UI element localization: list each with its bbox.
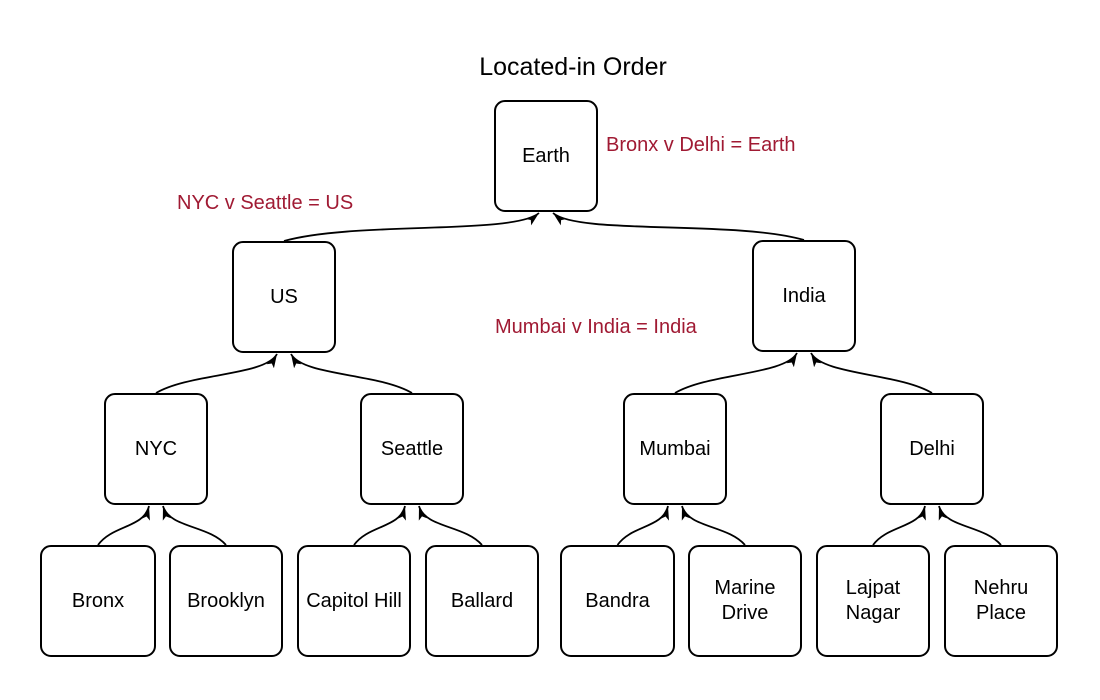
node-earth: Earth — [494, 100, 598, 212]
edge-nyc-us — [155, 353, 278, 394]
node-seattle: Seattle — [360, 393, 464, 505]
edge-us-earth — [283, 212, 540, 242]
node-label: India — [782, 284, 826, 307]
edge-marine-drive-mumbai — [681, 505, 746, 546]
node-us: US — [232, 241, 336, 353]
node-nehru-place: Nehru Place — [944, 545, 1058, 657]
edge-seattle-us — [290, 353, 413, 394]
edge-ballard-seattle — [418, 505, 483, 546]
edge-mumbai-india — [674, 352, 798, 394]
node-label: Bronx — [71, 589, 125, 612]
node-label: Lajpat Nagar — [845, 577, 901, 624]
node-label: Seattle — [380, 437, 444, 460]
node-ballard: Ballard — [425, 545, 539, 657]
edge-bronx-nyc — [97, 505, 150, 546]
node-india: India — [752, 240, 856, 352]
node-marine-drive: Marine Drive — [688, 545, 802, 657]
node-label: Earth — [522, 144, 570, 167]
node-label: Brooklyn — [187, 589, 265, 612]
node-label: Delhi — [909, 437, 955, 460]
node-bandra: Bandra — [560, 545, 675, 657]
node-label: Bandra — [585, 589, 650, 612]
node-mumbai: Mumbai — [623, 393, 727, 505]
annotation-mumbai-v-india: Mumbai v India = India — [495, 316, 697, 338]
node-capitol-hill: Capitol Hill — [297, 545, 411, 657]
node-label: US — [270, 285, 298, 308]
edge-capitol-hill-seattle — [353, 505, 406, 546]
node-bronx: Bronx — [40, 545, 156, 657]
node-label: NYC — [134, 437, 178, 460]
edge-lajpat-nagar-delhi — [872, 505, 926, 546]
edge-india-earth — [552, 212, 805, 241]
annotation-bronx-v-delhi: Bronx v Delhi = Earth — [606, 134, 796, 156]
node-label: Mumbai — [639, 437, 711, 460]
node-label: Capitol Hill — [306, 589, 402, 612]
edge-nehru-place-delhi — [938, 505, 1002, 546]
node-lajpat-nagar: Lajpat Nagar — [816, 545, 930, 657]
diagram-title: Located-in Order — [479, 53, 667, 81]
node-nyc: NYC — [104, 393, 208, 505]
edge-bandra-mumbai — [616, 505, 669, 546]
edge-brooklyn-nyc — [162, 505, 227, 546]
node-label: Ballard — [450, 589, 514, 612]
annotation-nyc-v-seattle: NYC v Seattle = US — [177, 192, 354, 214]
node-label: Marine Drive — [714, 577, 776, 624]
node-label: Nehru Place — [973, 577, 1029, 624]
node-brooklyn: Brooklyn — [169, 545, 283, 657]
edge-delhi-india — [810, 352, 933, 394]
node-delhi: Delhi — [880, 393, 984, 505]
